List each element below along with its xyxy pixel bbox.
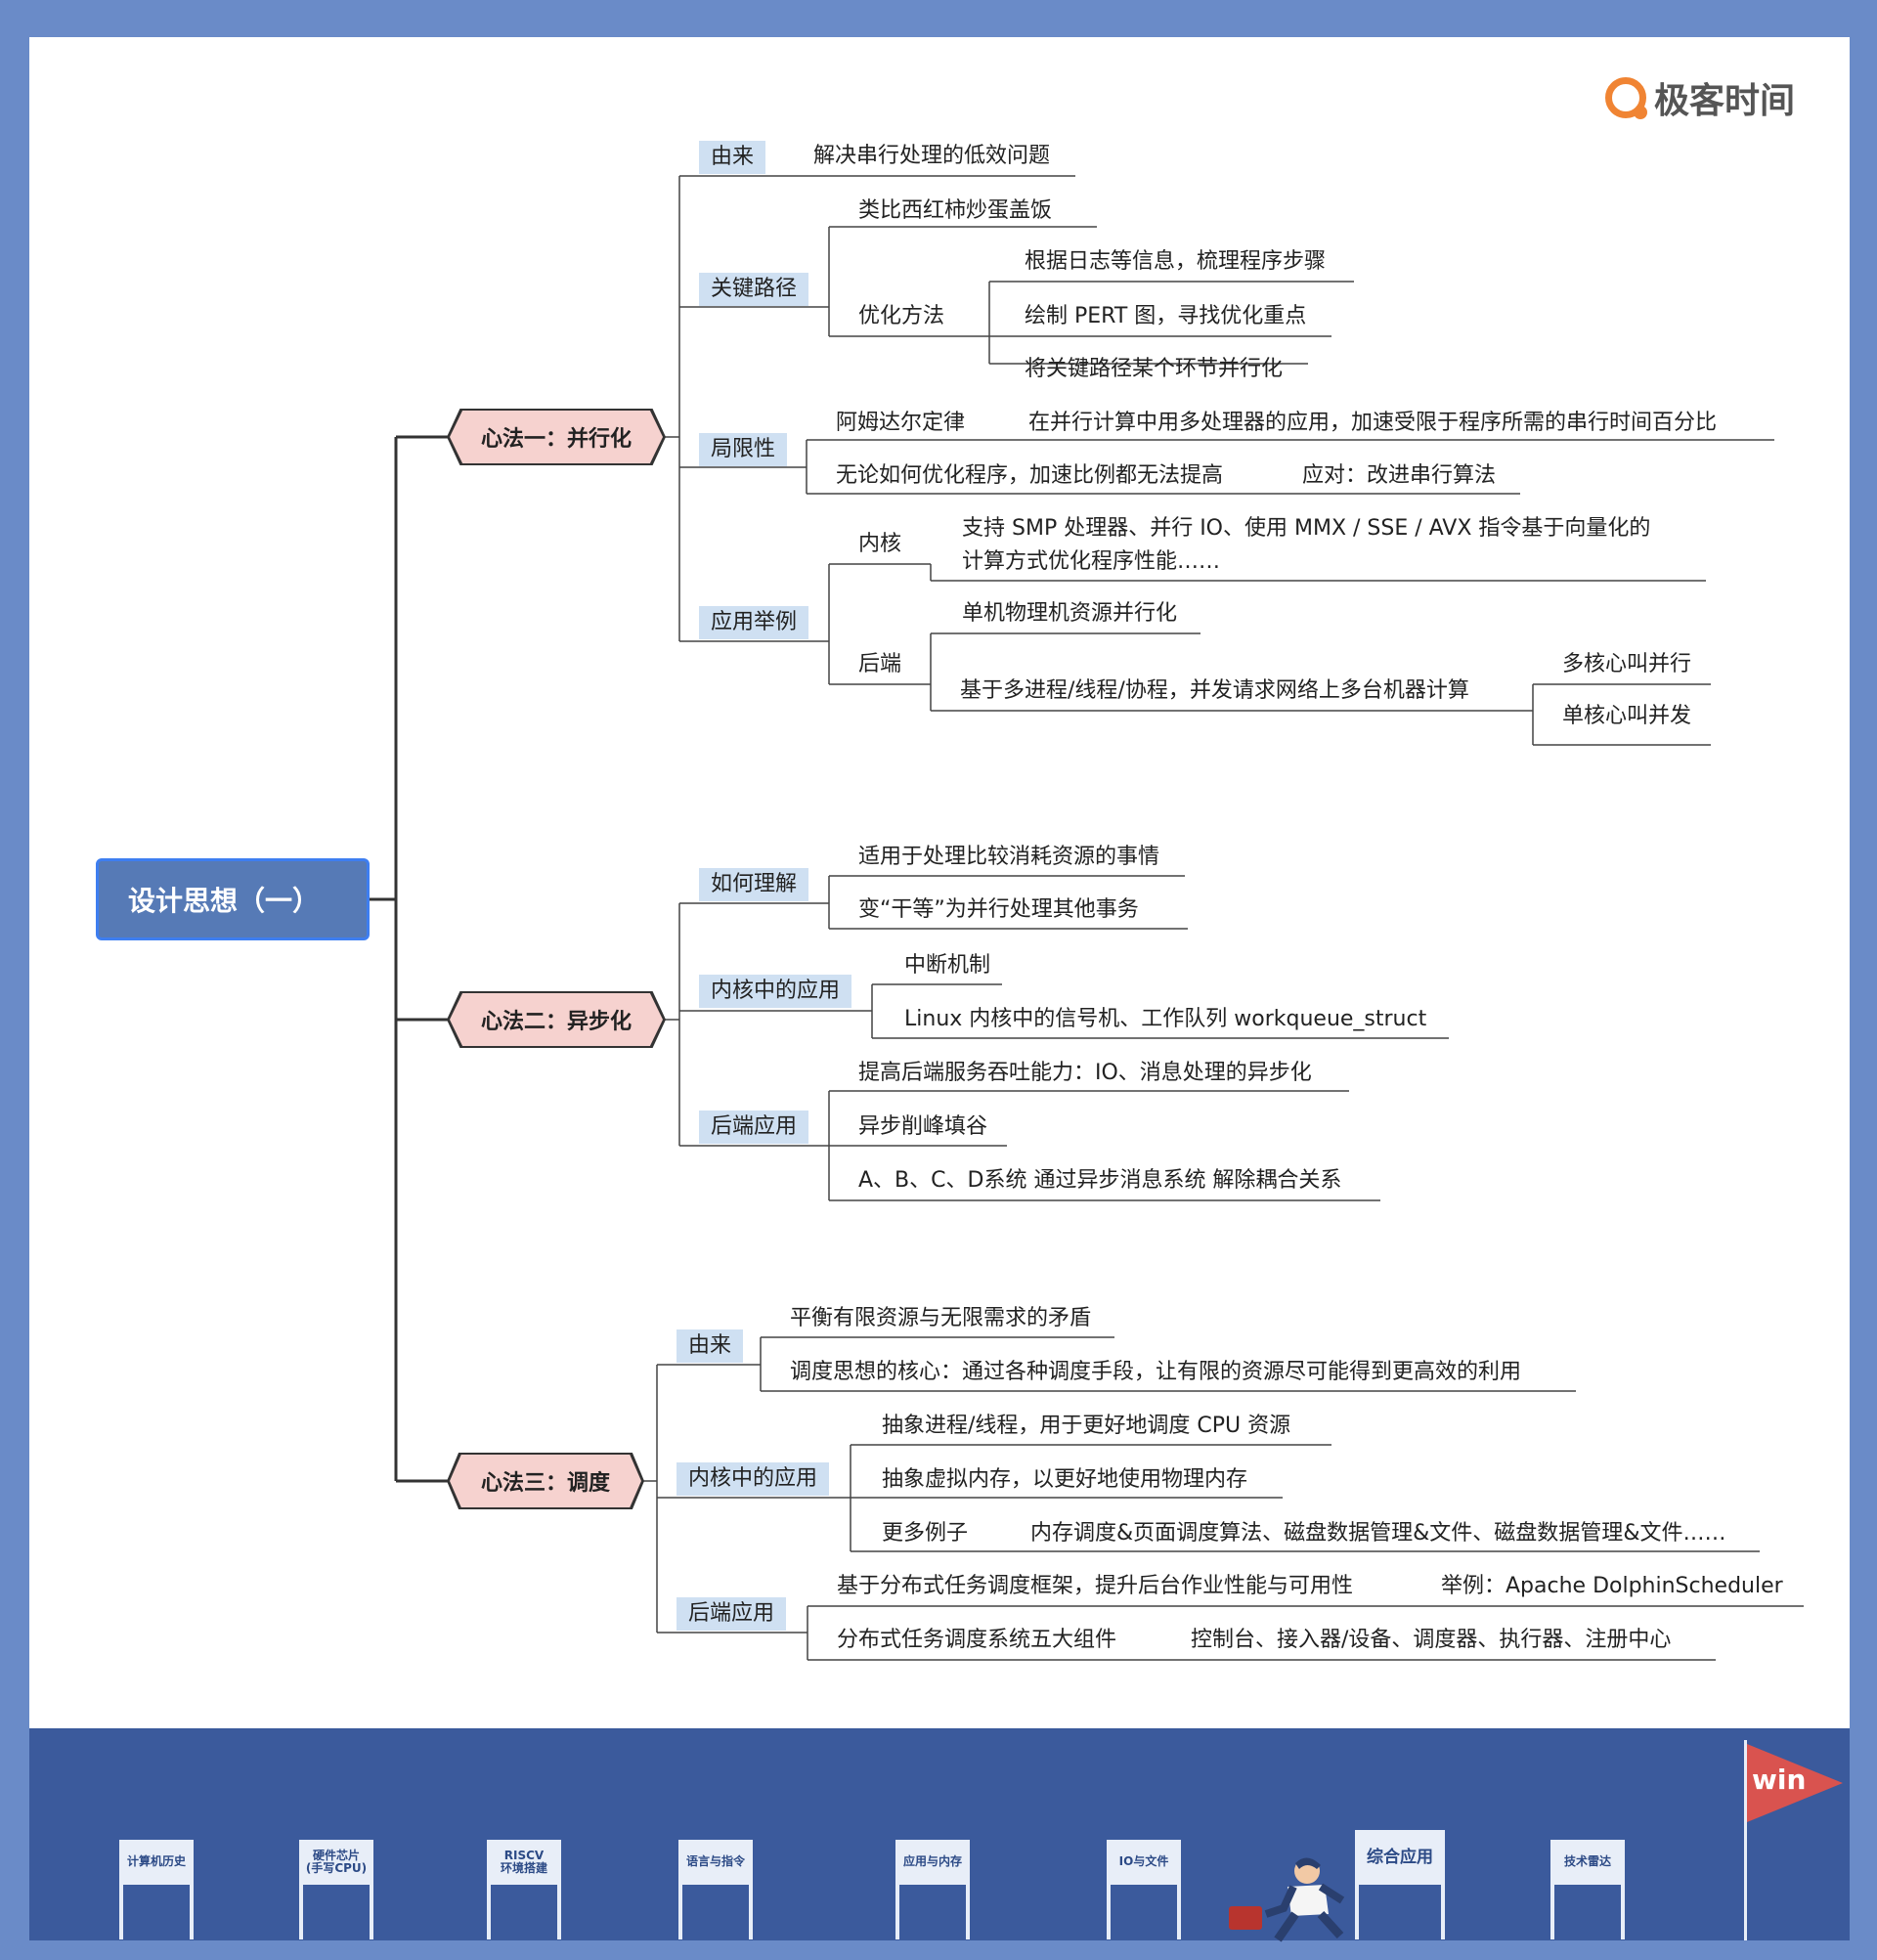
b1-multi-core: 多核心叫并行 bbox=[1562, 652, 1692, 676]
b3-kernel-tag: 内核中的应用 bbox=[677, 1462, 830, 1497]
b3-backend-2-desc: 控制台、接入器/设备、调度器、执行器、注册中心 bbox=[1191, 1628, 1672, 1652]
b3-backend-2: 分布式任务调度系统五大组件 bbox=[837, 1628, 1117, 1652]
b2-backend-3: A、B、C、D系统 通过异步消息系统 解除耦合关系 bbox=[858, 1168, 1342, 1193]
b1-critical-path-tag: 关键路径 bbox=[699, 273, 809, 307]
b1-analogy: 类比西红柿炒蛋盖饭 bbox=[858, 198, 1053, 223]
b1-amdahl-desc: 在并行计算中用多处理器的应用，加速受限于程序所需的串行时间百分比 bbox=[1028, 411, 1718, 435]
branch-2-title: 心法二：异步化 bbox=[450, 993, 663, 1046]
door-hardware: 硬件芯片 (手写CPU) bbox=[299, 1840, 373, 1939]
b1-single-core: 单核心叫并发 bbox=[1562, 704, 1692, 728]
b1-examples-tag: 应用举例 bbox=[699, 606, 809, 640]
brand-logo: 极客时间 bbox=[1605, 72, 1795, 123]
b2-understand-2: 变“干等”为并行处理其他事务 bbox=[858, 897, 1139, 922]
brand-logo-icon bbox=[1605, 77, 1647, 119]
brand-name: 极客时间 bbox=[1654, 81, 1796, 121]
win-flag-label: win bbox=[1752, 1764, 1807, 1796]
b1-kernel: 内核 bbox=[858, 532, 902, 556]
b3-origin-1: 平衡有限资源与无限需求的矛盾 bbox=[790, 1306, 1092, 1330]
b1-backend: 后端 bbox=[858, 652, 902, 676]
flag-pole bbox=[1744, 1740, 1747, 1940]
b2-understand-tag: 如何理解 bbox=[699, 868, 809, 902]
door-tech-radar: 技术雷达 bbox=[1550, 1840, 1625, 1939]
door-history: 计算机历史 bbox=[119, 1840, 194, 1939]
b1-kernel-desc-2: 计算方式优化程序性能…… bbox=[962, 549, 1221, 574]
b2-backend-tag: 后端应用 bbox=[699, 1111, 809, 1145]
journey-band bbox=[29, 1728, 1850, 1940]
b3-kernel-1: 抽象进程/线程，用于更好地调度 CPU 资源 bbox=[882, 1414, 1291, 1438]
b3-origin-2: 调度思想的核心：通过各种调度手段，让有限的资源尽可能得到更高效的利用 bbox=[790, 1360, 1522, 1384]
b2-kernel-2: Linux 内核中的信号机、工作队列 workqueue_struct bbox=[904, 1007, 1427, 1031]
b1-method-1: 根据日志等信息，梳理程序步骤 bbox=[1025, 249, 1327, 274]
b1-method: 优化方法 bbox=[858, 304, 945, 328]
b3-backend-1: 基于分布式任务调度框架，提升后台作业性能与可用性 bbox=[837, 1574, 1354, 1598]
b1-origin-text: 解决串行处理的低效问题 bbox=[813, 144, 1051, 168]
b3-kernel-3-desc: 内存调度&页面调度算法、磁盘数据管理&文件、磁盘数据管理&文件…… bbox=[1030, 1521, 1726, 1546]
b1-origin-tag: 由来 bbox=[699, 141, 766, 175]
b1-backend-1: 单机物理机资源并行化 bbox=[962, 601, 1178, 626]
b2-kernel-tag: 内核中的应用 bbox=[699, 975, 852, 1009]
b1-amdahl: 阿姆达尔定律 bbox=[836, 411, 966, 435]
b1-nomatter: 无论如何优化程序，加速比例都无法提高 bbox=[836, 463, 1224, 488]
door-integrated: 综合应用 bbox=[1355, 1830, 1445, 1939]
b2-kernel-1: 中断机制 bbox=[904, 953, 991, 978]
b1-response: 应对：改进串行算法 bbox=[1302, 463, 1497, 488]
b1-limits-tag: 局限性 bbox=[699, 433, 788, 467]
b3-kernel-3: 更多例子 bbox=[882, 1521, 969, 1546]
door-riscv: RISCV 环境搭建 bbox=[487, 1840, 561, 1939]
door-app-memory: 应用与内存 bbox=[895, 1840, 970, 1939]
b3-kernel-2: 抽象虚拟内存，以更好地使用物理内存 bbox=[882, 1467, 1248, 1492]
b3-origin-tag: 由来 bbox=[677, 1329, 744, 1364]
b3-backend-1-example: 举例：Apache DolphinScheduler bbox=[1441, 1574, 1783, 1598]
door-io-file: IO与文件 bbox=[1107, 1840, 1181, 1939]
b2-backend-2: 异步削峰填谷 bbox=[858, 1114, 988, 1139]
b1-method-2: 绘制 PERT 图，寻找优化重点 bbox=[1025, 304, 1307, 328]
b1-method-3: 将关键路径某个环节并行化 bbox=[1025, 357, 1284, 381]
runner-icon bbox=[1229, 1857, 1345, 1942]
b1-kernel-desc-1: 支持 SMP 处理器、并行 IO、使用 MMX / SSE / AVX 指令基于… bbox=[962, 516, 1651, 541]
b2-understand-1: 适用于处理比较消耗资源的事情 bbox=[858, 845, 1160, 869]
door-language: 语言与指令 bbox=[678, 1840, 753, 1939]
root-node: 设计思想（一） bbox=[96, 858, 370, 940]
b1-backend-2: 基于多进程/线程/协程，并发请求网络上多台机器计算 bbox=[960, 678, 1469, 703]
b3-backend-tag: 后端应用 bbox=[677, 1597, 787, 1632]
b2-backend-1: 提高后端服务吞吐能力：IO、消息处理的异步化 bbox=[858, 1061, 1312, 1085]
branch-3-title: 心法三：调度 bbox=[450, 1455, 641, 1507]
branch-1-title: 心法一：并行化 bbox=[450, 411, 663, 463]
